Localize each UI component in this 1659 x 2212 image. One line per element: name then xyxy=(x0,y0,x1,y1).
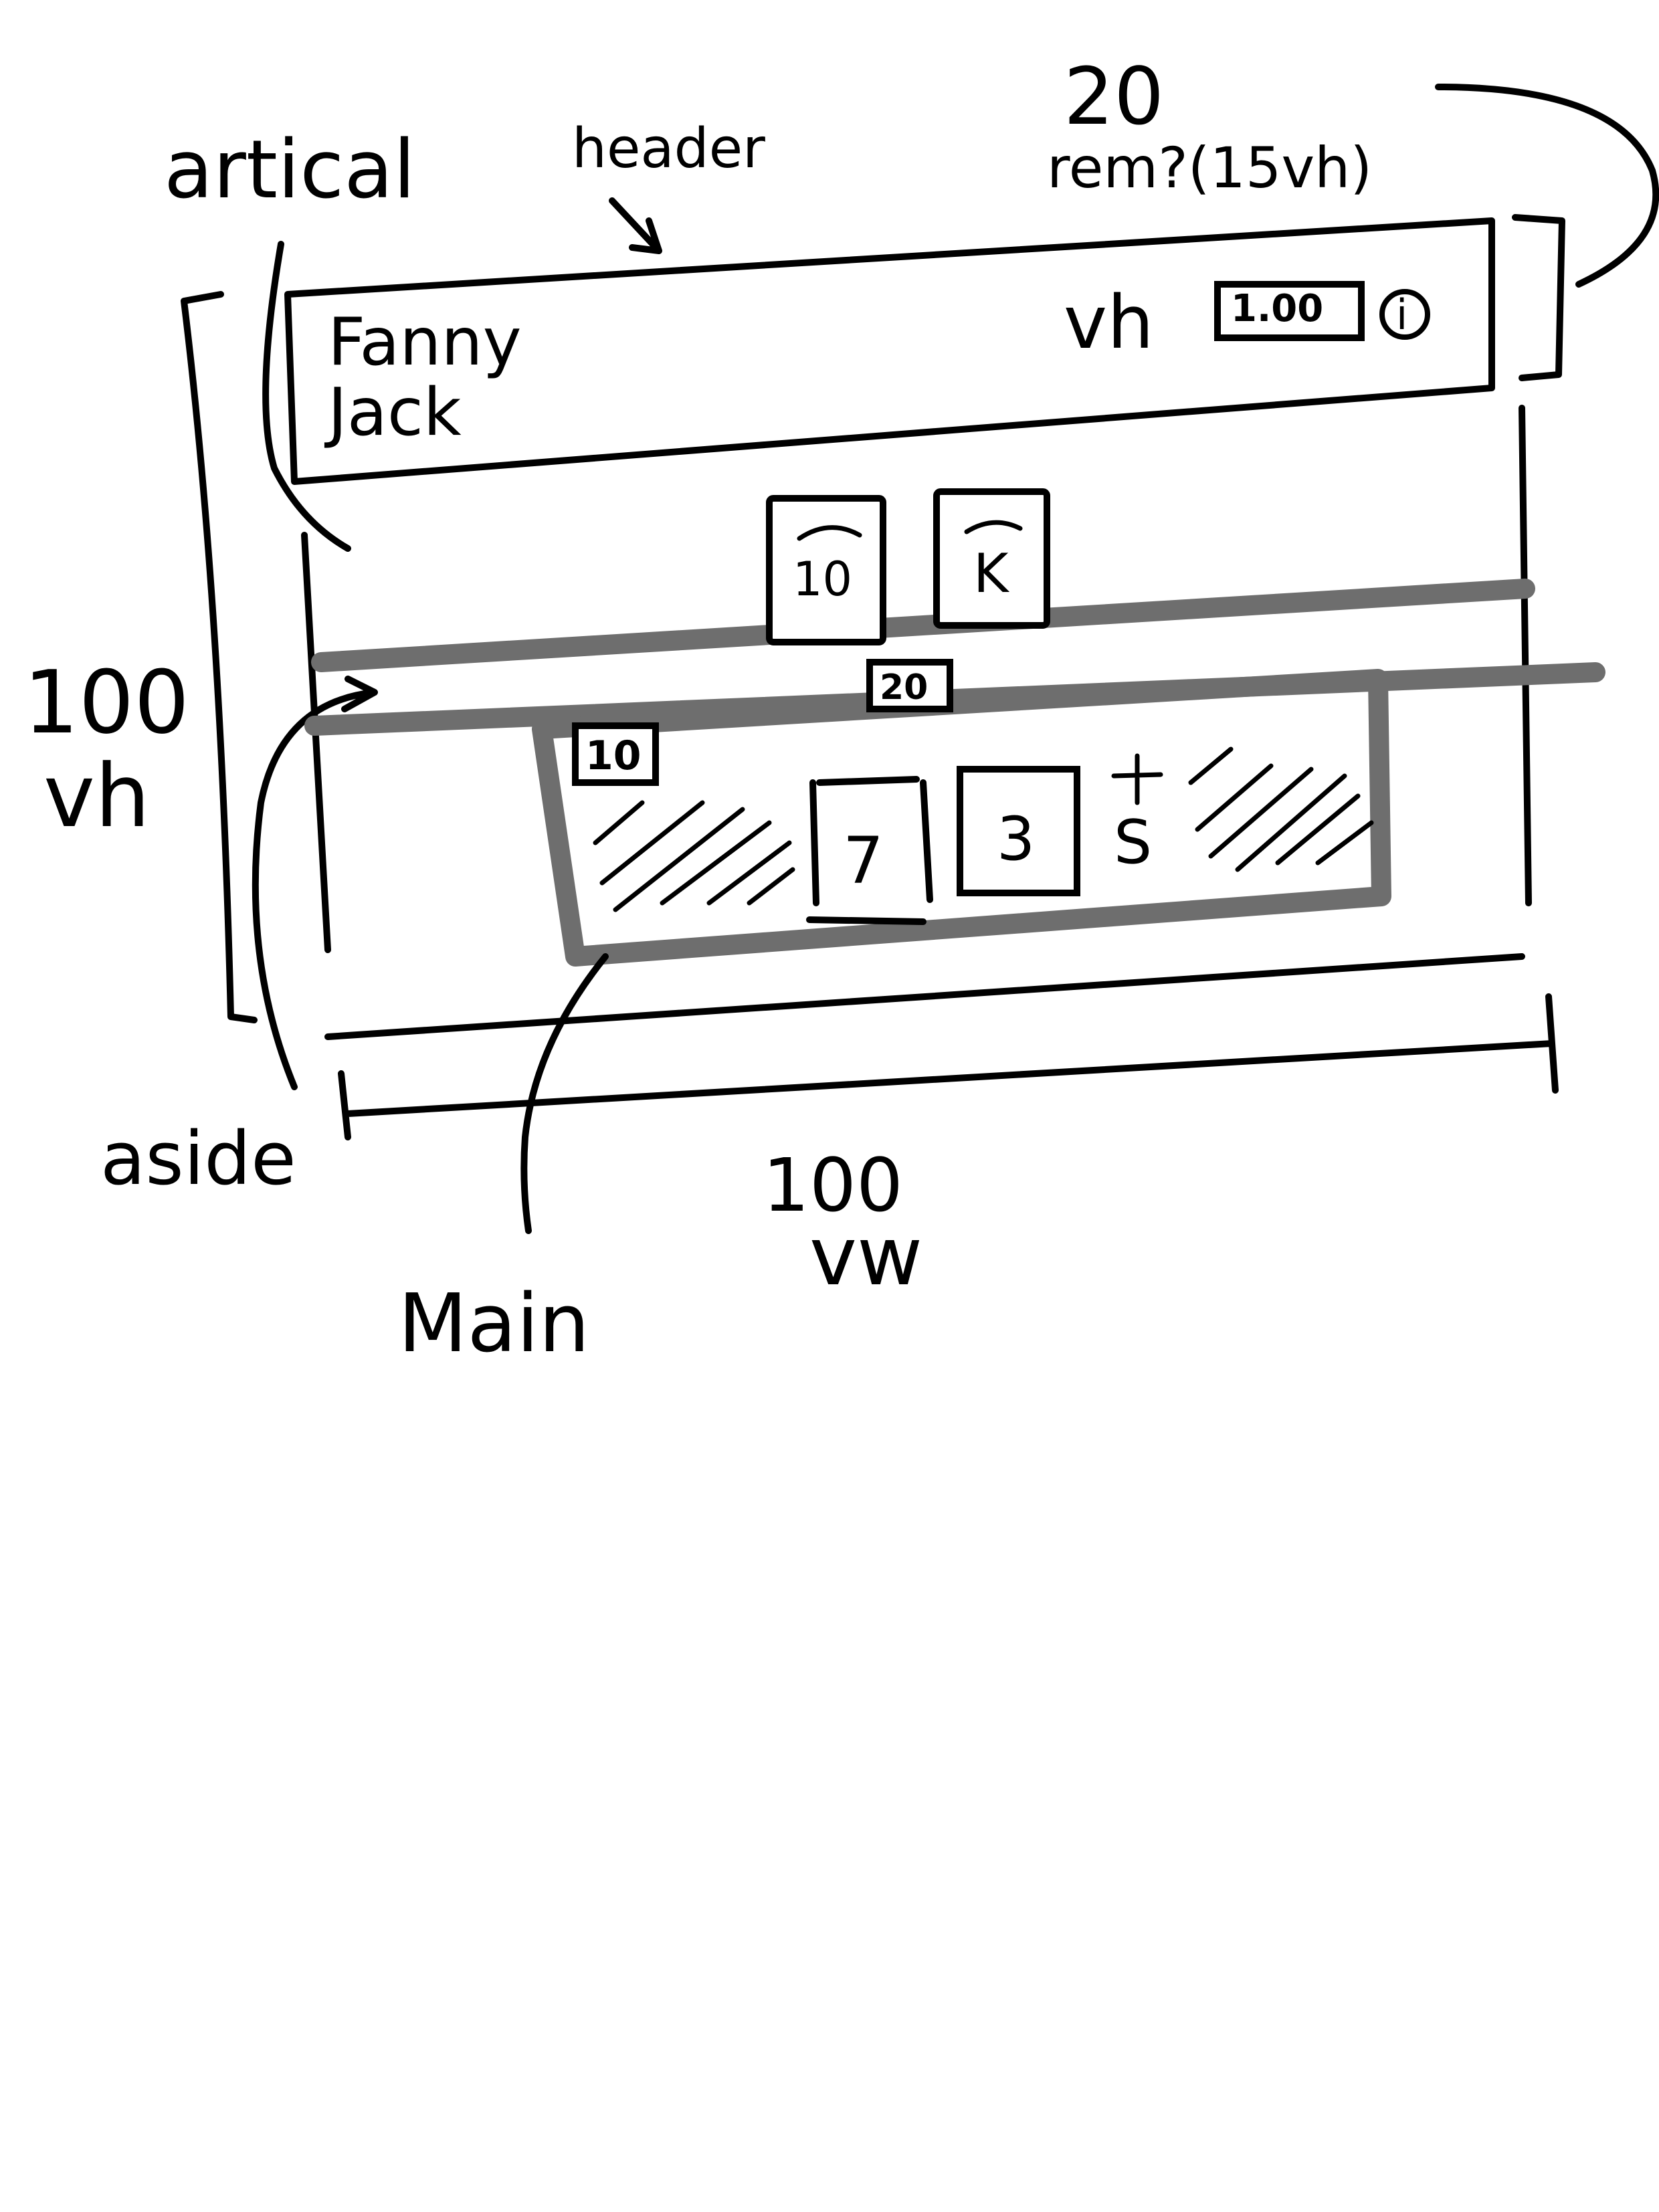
card-arc xyxy=(797,525,862,541)
bet-box xyxy=(572,722,659,786)
empty-slot-hatch-right xyxy=(1188,746,1374,872)
dealer-card xyxy=(933,488,1050,629)
header-height-value: 20 xyxy=(1064,50,1164,142)
aside-arrow xyxy=(252,676,378,1090)
info-icon xyxy=(1379,289,1430,340)
header-label: header xyxy=(572,117,765,181)
viewport-width-value: 100 xyxy=(763,1142,903,1228)
dealer-card-value: 10 xyxy=(793,552,852,607)
player-card xyxy=(957,766,1080,896)
dealer-card-value: K xyxy=(973,542,1010,605)
header-height-arrow xyxy=(1435,84,1659,288)
info-icon-glyph: i xyxy=(1396,290,1407,339)
article-bracket xyxy=(181,291,258,1023)
viewport-height-unit: vh xyxy=(43,745,150,847)
width-bracket xyxy=(338,993,1559,1140)
card-arc xyxy=(964,520,1023,534)
player-card xyxy=(806,776,933,925)
main-label: Main xyxy=(398,1278,589,1371)
player-card-value: 3 xyxy=(997,804,1035,874)
player-name-line2: Jack xyxy=(324,375,462,451)
viewport-width-unit: vw xyxy=(809,1211,922,1304)
article-pointer-line xyxy=(262,241,351,552)
header-box xyxy=(284,217,1495,485)
player-area-frame xyxy=(532,669,1391,967)
main-pointer-line xyxy=(520,953,609,1234)
bet-value: 10 xyxy=(585,732,642,779)
aside-label: aside xyxy=(100,1116,296,1201)
player-card-value: 7 xyxy=(843,823,884,898)
header-vh-label: vh xyxy=(1064,280,1154,365)
pot-box xyxy=(866,659,953,712)
header-height-note: rem?(15vh) xyxy=(1047,135,1372,201)
header-right-bracket xyxy=(1512,214,1565,381)
empty-slot-hatch-left xyxy=(593,800,795,912)
player-name-line1: Fanny xyxy=(328,304,522,381)
add-card-label: S xyxy=(1114,807,1152,878)
add-card-marker xyxy=(1111,753,1163,805)
article-label: artical xyxy=(164,124,415,217)
header-pointer-arrow xyxy=(609,197,662,254)
value-box xyxy=(1214,281,1365,341)
viewport-box xyxy=(301,405,1532,1040)
viewport-height-value: 100 xyxy=(23,651,189,753)
pot-value: 20 xyxy=(880,668,928,708)
value-box-text: 1.00 xyxy=(1231,287,1323,330)
